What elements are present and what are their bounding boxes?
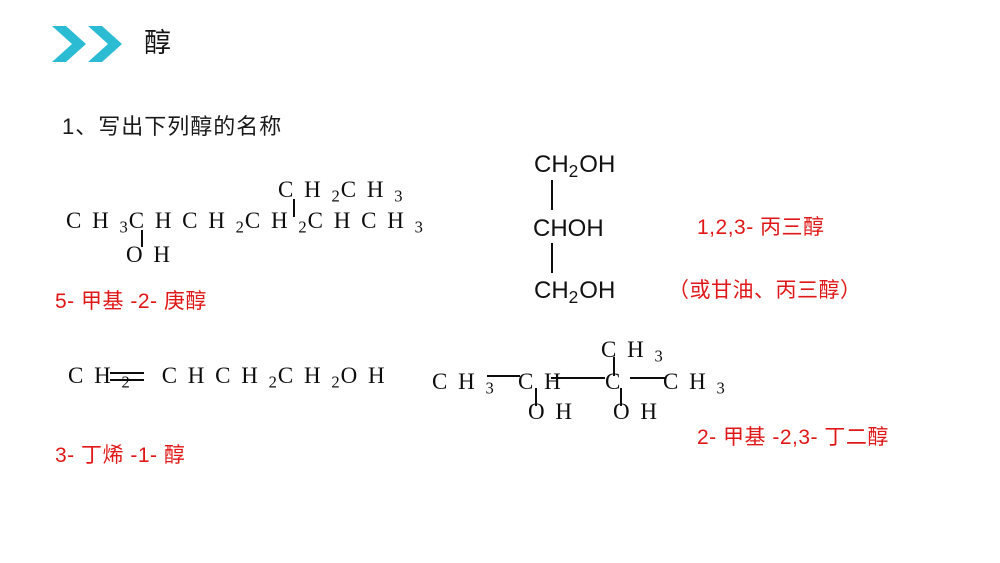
structure-4-hydroxyl-2: O H (613, 399, 660, 424)
structure-4-left-methyl: C H 3 (432, 369, 495, 398)
slide-header: 醇 (52, 26, 172, 62)
structure-1-branch: C H 2C H 3 (278, 177, 404, 206)
structure-1-main-chain: C H 3C H C H 2C H 2C H C H 3 (66, 208, 424, 237)
double-bond-line-upper (110, 372, 144, 374)
answer-label-1: 5- 甲基 -2- 庚醇 (55, 290, 207, 313)
structure-3-line-middle: CHOH (533, 215, 604, 242)
structure-4-right-methyl: C H 3 (663, 369, 726, 398)
answer-label-3-alt: （或甘油、丙三醇） (668, 279, 862, 302)
double-chevron-icon (52, 26, 122, 62)
bond-line-vertical (535, 388, 537, 406)
structure-4-center-ch: C H (518, 369, 564, 394)
double-bond-line-lower (110, 379, 144, 381)
bond-line-vertical (551, 243, 553, 273)
structure-3-line-bottom: CH2OH (534, 277, 616, 307)
bond-line-vertical (141, 230, 143, 247)
question-prompt: 1、写出下列醇的名称 (62, 114, 283, 139)
structure-4-hydroxyl-1: O H (528, 399, 575, 424)
structure-1-hydroxyl: O H (126, 242, 173, 267)
bond-line-vertical (551, 180, 553, 210)
structure-3-line-top: CH2OH (534, 151, 616, 181)
bond-line-vertical (613, 357, 615, 376)
bond-line-horizontal (630, 377, 666, 379)
answer-label-4: 2- 甲基 -2,3- 丁二醇 (697, 426, 889, 449)
bond-line-vertical (293, 199, 295, 217)
structure-4-top-methyl: C H 3 (601, 337, 664, 366)
structure-4-center-c: C (605, 369, 623, 394)
bond-line-vertical (620, 388, 622, 406)
bond-line-horizontal (551, 377, 605, 379)
page-title: 醇 (144, 27, 172, 58)
bond-line-horizontal (487, 375, 520, 377)
answer-label-2: 3- 丁烯 -1- 醇 (55, 444, 186, 467)
answer-label-3: 1,2,3- 丙三醇 (697, 216, 825, 239)
structure-2-main-chain: C H 2==C H C H 2C H 2O H (68, 363, 388, 392)
